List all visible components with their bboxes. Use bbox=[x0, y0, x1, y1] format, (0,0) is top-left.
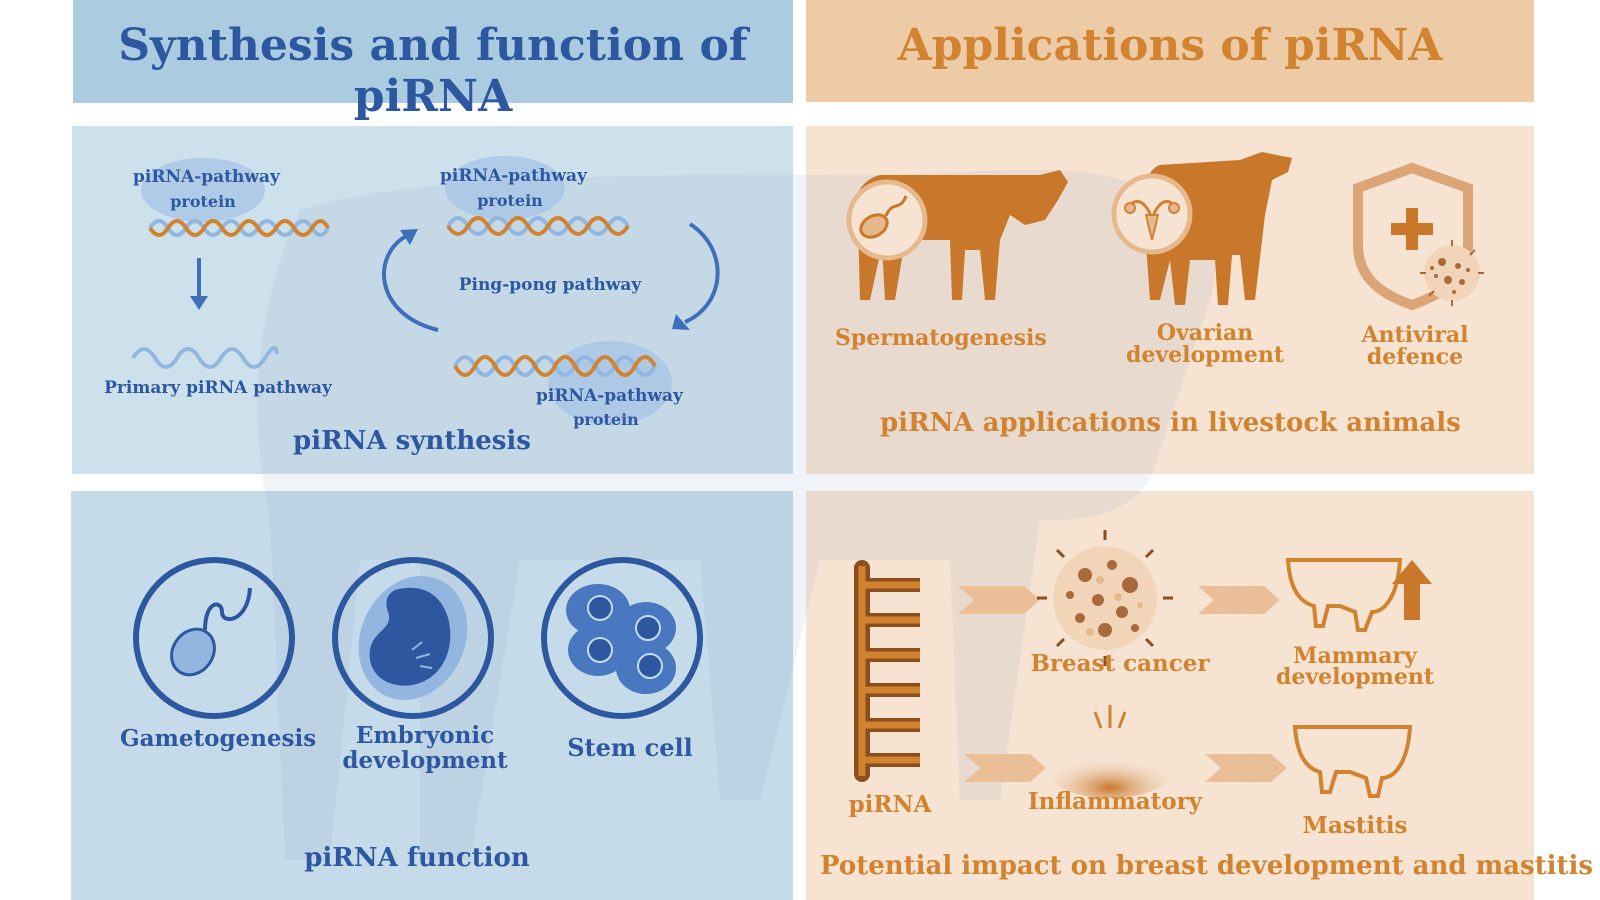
sperm-badge-icon bbox=[846, 179, 928, 261]
stem-cell-icon bbox=[541, 557, 703, 719]
pirna-label: piRNA bbox=[848, 791, 932, 818]
embryo-icon bbox=[332, 557, 494, 719]
protein-blob-1 bbox=[141, 158, 265, 222]
chevron-arrow-icon bbox=[964, 754, 1046, 782]
synthesis-caption: piRNA synthesis bbox=[293, 426, 531, 456]
chevron-arrow-icon bbox=[958, 586, 1040, 614]
function-caption: piRNA function bbox=[304, 843, 530, 873]
protein-label-3b: protein bbox=[573, 410, 639, 429]
cycle-arrow-right-icon bbox=[672, 222, 720, 330]
double-helix-icon bbox=[446, 216, 630, 236]
virus-icon bbox=[1420, 240, 1484, 306]
protein-label-1b: protein bbox=[170, 192, 236, 211]
inflammatory-label: Inflammatory bbox=[1027, 788, 1203, 815]
chevron-arrow-icon bbox=[1198, 586, 1280, 614]
single-strand-icon bbox=[131, 346, 279, 369]
breast-caption: Potential impact on breast development a… bbox=[820, 851, 1594, 881]
right-title: Applications of piRNA bbox=[897, 20, 1443, 71]
inflammation-icon bbox=[1048, 705, 1172, 798]
double-helix-icon bbox=[148, 219, 330, 237]
mastitis-label: Mastitis bbox=[1302, 812, 1408, 839]
antiviral-label: Antiviral bbox=[1361, 322, 1469, 348]
protein-label-2: piRNA-pathway bbox=[440, 166, 587, 186]
breast-cancer-virus-icon bbox=[1037, 530, 1173, 666]
breast-cancer-label: Breast cancer bbox=[1030, 650, 1210, 677]
ovarian-development-label: development bbox=[1125, 342, 1284, 368]
cow-watermark-icon bbox=[257, 170, 1216, 860]
double-helix-icon bbox=[453, 355, 657, 377]
left-title: Synthesis and function of piRNA bbox=[118, 20, 748, 122]
down-arrow-icon bbox=[190, 258, 208, 310]
spermatogenesis-label: Spermatogenesis bbox=[835, 325, 1047, 351]
defence-label: defence bbox=[1366, 344, 1464, 370]
livestock-caption: piRNA applications in livestock animals bbox=[880, 408, 1461, 438]
mammary-label: Mammary bbox=[1293, 643, 1417, 669]
pingpong-pathway-label: Ping-pong pathway bbox=[458, 275, 642, 295]
gametogenesis-label: Gametogenesis bbox=[120, 725, 317, 752]
stem-cell-label: Stem cell bbox=[567, 733, 693, 762]
development-label: development bbox=[342, 747, 508, 774]
right-header-panel: Applications of piRNA bbox=[806, 0, 1534, 102]
primary-pathway-label: Primary piRNA pathway bbox=[104, 378, 332, 398]
chevron-arrow-icon bbox=[1205, 754, 1287, 782]
protein-blob-2 bbox=[445, 156, 565, 220]
mammary-development-label: development bbox=[1275, 664, 1434, 690]
udder-mastitis-icon bbox=[1292, 725, 1413, 798]
left-header-panel: Synthesis and function of piRNA bbox=[73, 0, 793, 122]
protein-label-1: piRNA-pathway bbox=[133, 167, 280, 187]
gametogenesis-icon bbox=[133, 557, 295, 719]
protein-label-2b: protein bbox=[477, 191, 543, 210]
protein-label-3: piRNA-pathway bbox=[536, 386, 683, 406]
pirna-comb-icon bbox=[854, 560, 920, 782]
cycle-arrow-left-icon bbox=[382, 229, 439, 332]
breast-panel bbox=[806, 491, 1534, 900]
ovary-badge-icon bbox=[1111, 173, 1193, 255]
ovarian-label: Ovarian bbox=[1156, 320, 1254, 346]
embryonic-label: Embryonic bbox=[355, 722, 495, 749]
udder-up-icon bbox=[1285, 558, 1432, 632]
